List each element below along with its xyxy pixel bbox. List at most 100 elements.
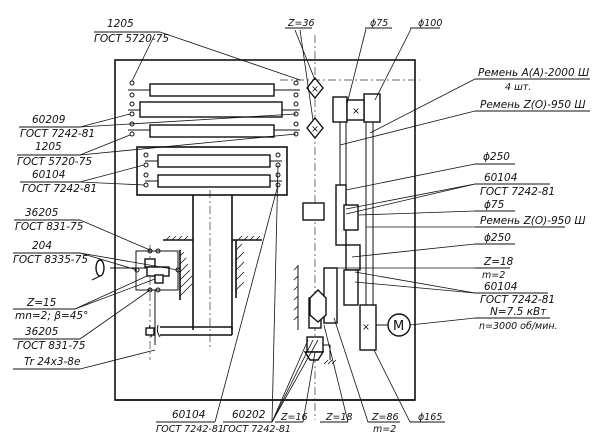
- label-belt-z-mid: Ремень Z(O)-950 Ш: [366, 215, 586, 228]
- svg-text:m=2: m=2: [482, 270, 505, 281]
- roller-assembly-top: × ×: [128, 76, 324, 140]
- svg-text:×: ×: [362, 322, 370, 333]
- label-pulley-d165: ϕ165: [373, 349, 445, 423]
- svg-text:Z=36: Z=36: [287, 18, 315, 29]
- svg-text:Z=18: Z=18: [325, 412, 353, 423]
- labels-bottom: 60104 ГОСТ 7242-81 60202 ГОСТ 7242-81 Z=…: [156, 164, 445, 435]
- svg-text:ГОСТ 8335-75: ГОСТ 8335-75: [13, 254, 88, 266]
- label-bearing-36205-bottom: 36205 ГОСТ 831-75: [13, 289, 151, 352]
- label-bearing-36205-top: 36205 ГОСТ 831-75: [14, 207, 151, 251]
- svg-text:4 шт.: 4 шт.: [505, 82, 531, 93]
- label-pulley-d250-mid: ϕ250: [351, 232, 515, 258]
- label-motor-spec: N=7.5 кВт n=3000 об/мин.: [409, 306, 558, 332]
- svg-text:ГОСТ 7242-81: ГОСТ 7242-81: [156, 424, 224, 435]
- label-screw-tr: Tr 24x3-8e: [13, 349, 156, 370]
- label-bearing-60104-left: 60104 ГОСТ 7242-81: [20, 164, 145, 195]
- svg-text:Tr 24x3-8e: Tr 24x3-8e: [24, 356, 80, 368]
- label-gear-z18-right: Z=18 m=2: [330, 256, 514, 281]
- label-bearing-204: 204 ГОСТ 8335-75: [13, 240, 179, 271]
- roller-1: [149, 83, 275, 97]
- svg-text:ГОСТ 5720-75: ГОСТ 5720-75: [17, 156, 92, 168]
- label-bearing-60104-right-top: 60104 ГОСТ 7242-81: [345, 172, 555, 215]
- svg-text:1205: 1205: [35, 141, 62, 153]
- labels-left: 1205 ГОСТ 5720-75 60209 ГОСТ 7242-81 120…: [13, 18, 301, 370]
- worm-gear-unit: [91, 248, 181, 345]
- svg-text:ГОСТ 7242-81: ГОСТ 7242-81: [480, 186, 555, 198]
- label-pulley-d75-mid: ϕ75: [357, 199, 515, 216]
- labels-top: Z=36 ϕ75 ϕ100: [285, 18, 442, 121]
- label-gear-z15: Z=15 mn=2; β=45°: [13, 275, 156, 322]
- label-pulley-d75: ϕ75: [346, 18, 392, 105]
- pulley-d100: [363, 93, 381, 123]
- svg-text:60104: 60104: [172, 409, 205, 421]
- labels-right: Ремень A(A)-2000 Ш 4 шт. Ремень Z(O)-950…: [330, 67, 590, 332]
- roller-assembly-lower: [136, 146, 288, 196]
- svg-text:ГОСТ 831-75: ГОСТ 831-75: [15, 221, 84, 233]
- svg-text:ГОСТ 7242-81: ГОСТ 7242-81: [20, 128, 95, 140]
- label-bearing-1205-mid: 1205 ГОСТ 5720-75: [17, 133, 297, 168]
- svg-text:Z=18: Z=18: [483, 256, 514, 268]
- pulley-d75-top: [332, 96, 348, 123]
- svg-text:204: 204: [32, 240, 52, 252]
- roller-5: [157, 174, 271, 188]
- label-pulley-d100: ϕ100: [374, 18, 442, 101]
- svg-text:60202: 60202: [232, 409, 266, 421]
- svg-text:ГОСТ 831-75: ГОСТ 831-75: [17, 340, 86, 352]
- svg-text:Ремень A(A)-2000 Ш: Ремень A(A)-2000 Ш: [478, 67, 589, 79]
- label-gear-z16: Z=16: [275, 351, 316, 423]
- svg-text:Z=16: Z=16: [280, 412, 308, 423]
- svg-text:×: ×: [311, 124, 319, 135]
- label-pulley-d250-top: ϕ250: [345, 151, 515, 191]
- svg-text:60104: 60104: [484, 281, 517, 293]
- svg-text:60209: 60209: [32, 114, 66, 126]
- svg-text:36205: 36205: [25, 207, 59, 219]
- belt-drive: × ×: [332, 93, 381, 351]
- label-bearing-1205-top: 1205 ГОСТ 5720-75: [94, 18, 301, 82]
- gear-train-lower: [293, 202, 338, 365]
- svg-text:ГОСТ 5720-75: ГОСТ 5720-75: [94, 33, 169, 45]
- roller-3: [149, 124, 275, 138]
- pulley-d165: [359, 304, 377, 351]
- bearing-icons-right: [293, 80, 299, 137]
- svg-text:ϕ75: ϕ75: [484, 199, 505, 211]
- svg-text:ϕ75: ϕ75: [370, 18, 388, 29]
- svg-text:Z=15: Z=15: [26, 297, 57, 309]
- bearing-icons-left: [129, 80, 135, 137]
- svg-text:Ремень Z(O)-950 Ш: Ремень Z(O)-950 Ш: [480, 99, 586, 111]
- label-gear-z18-bottom: Z=18: [320, 324, 353, 423]
- svg-text:×: ×: [311, 84, 319, 95]
- label-gear-z86: Z=86 m=2: [333, 317, 400, 435]
- label-bearing-60202: 60202 ГОСТ 7242-81: [223, 164, 319, 435]
- pulley-d250-mid: [345, 244, 361, 271]
- svg-text:ГОСТ 7242-81: ГОСТ 7242-81: [22, 183, 97, 195]
- label-gear-z36: Z=36: [285, 18, 316, 121]
- svg-text:×: ×: [352, 106, 360, 117]
- svg-text:M: M: [393, 319, 404, 334]
- roller-2: [139, 101, 283, 118]
- label-bearing-60104-bottom: 60104 ГОСТ 7242-81: [156, 184, 279, 435]
- machine-frame: [114, 59, 416, 401]
- gear-z36-icons: × ×: [306, 76, 324, 140]
- svg-text:1205: 1205: [107, 18, 134, 30]
- svg-text:Z=86: Z=86: [371, 412, 399, 423]
- svg-text:n=3000 об/мин.: n=3000 об/мин.: [479, 321, 558, 332]
- svg-text:ϕ165: ϕ165: [418, 412, 442, 423]
- svg-text:ϕ250: ϕ250: [484, 232, 511, 244]
- svg-text:ГОСТ 7242-81: ГОСТ 7242-81: [223, 424, 291, 435]
- column: [160, 195, 233, 336]
- label-bearing-60104-right-bottom: 60104 ГОСТ 7242-81: [354, 271, 555, 306]
- label-belt-a: Ремень A(A)-2000 Ш 4 шт.: [369, 67, 590, 134]
- svg-text:N=7.5 кВт: N=7.5 кВт: [490, 306, 547, 318]
- label-bearing-60209: 60209 ГОСТ 7242-81: [19, 113, 297, 140]
- svg-text:m=2: m=2: [373, 424, 396, 435]
- svg-text:60104: 60104: [484, 172, 517, 184]
- label-belt-z-top: Ремень Z(O)-950 Ш: [339, 99, 590, 146]
- handwheel-icon: [91, 259, 105, 281]
- svg-text:60104: 60104: [32, 169, 65, 181]
- svg-text:ГОСТ 7242-81: ГОСТ 7242-81: [480, 294, 555, 306]
- svg-text:Ремень Z(O)-950 Ш: Ремень Z(O)-950 Ш: [480, 215, 586, 227]
- svg-text:36205: 36205: [25, 326, 59, 338]
- svg-text:ϕ250: ϕ250: [483, 151, 510, 163]
- roller-4: [157, 154, 271, 168]
